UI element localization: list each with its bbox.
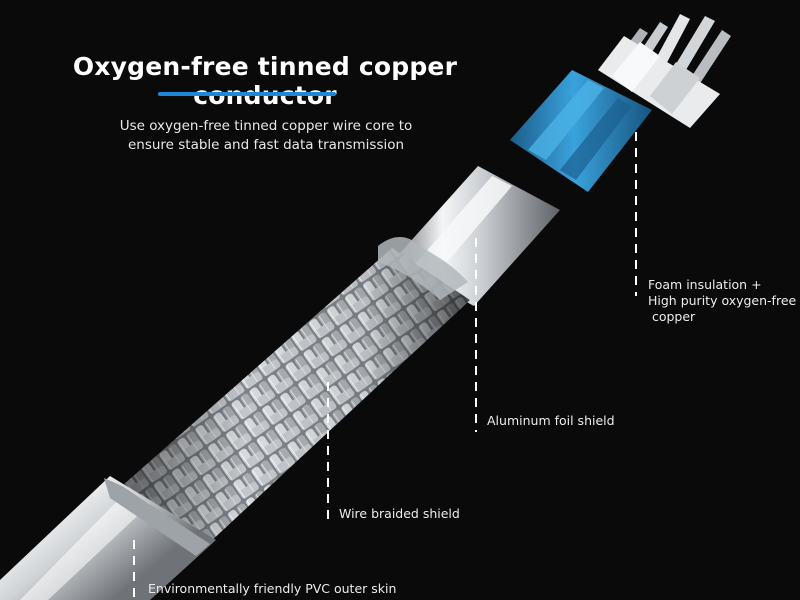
page-title: Oxygen-free tinned copper conductor — [72, 52, 458, 110]
callout-foam-line-2: High purity oxygen-free — [648, 293, 797, 308]
subtitle-line-1: Use oxygen-free tinned copper wire core … — [119, 118, 413, 134]
callout-pvc-jacket: Environmentally friendly PVC outer skin — [148, 581, 397, 596]
leader-lines — [133, 132, 637, 600]
foam-insulation — [598, 36, 720, 128]
callout-foam-insulation: Foam insulation +High purity oxygen-free… — [648, 277, 796, 325]
callout-foam-line-3: copper — [648, 309, 696, 324]
callout-braided-shield: Wire braided shield — [339, 506, 460, 521]
blue-insulation — [510, 70, 652, 192]
title-underline — [158, 92, 336, 96]
braided-shield — [122, 236, 470, 544]
callout-foil-shield: Aluminum foil shield — [487, 413, 615, 428]
page-subtitle: Use oxygen-free tinned copper wire core … — [40, 117, 492, 155]
subtitle-line-2: ensure stable and fast data transmission — [127, 137, 405, 153]
pvc-jacket — [0, 476, 216, 600]
callout-foam-line-1: Foam insulation + — [648, 277, 762, 292]
